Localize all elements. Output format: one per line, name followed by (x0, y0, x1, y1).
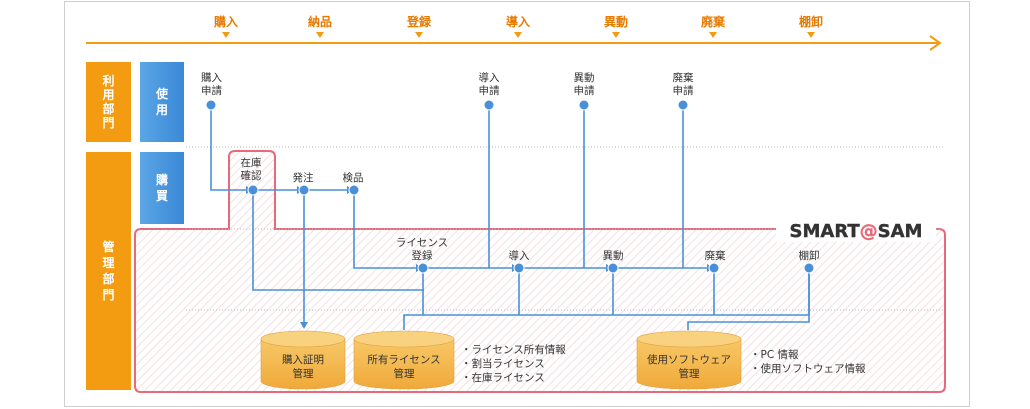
phase-marker (709, 32, 717, 38)
timeline-arrow-head (929, 35, 942, 51)
dept-user-box (86, 62, 131, 142)
flow-node-dot (298, 184, 310, 196)
step-inspection: 検品 (343, 171, 364, 184)
smart-sam-logo: SMART@SAM (776, 218, 936, 242)
step-transfer: 異動 (603, 249, 624, 262)
flow-node-dot (205, 99, 217, 111)
timeline-phase: 棚卸 (799, 14, 823, 29)
flow-node-dot (578, 99, 590, 111)
timeline-phase: 登録 (406, 14, 432, 29)
flow-node-dot (607, 262, 619, 274)
note-software-usage: ・PC 情報 ・使用ソフトウェア情報 (750, 348, 866, 375)
step-labels: 購入申請 導入申請 異動申請 廃棄申請在庫確認発注 検品ライセンス登録 導入 異動 廃棄 棚卸 (201, 71, 820, 262)
flow-node-dot (677, 99, 689, 111)
step-license-register: ライセンス登録 (396, 237, 448, 262)
db-purchase-cert-label: 購入証明管理 (282, 353, 324, 380)
timeline: 購入 納品 登録 導入 異動 廃棄 棚卸 (86, 14, 942, 51)
logo-text: SMART@SAM (790, 221, 923, 242)
step-stock-check: 在庫確認 (241, 156, 262, 182)
db-software-usage-label: 使用ソフトウェア管理 (647, 353, 731, 380)
timeline-phase: 廃棄 (701, 14, 726, 29)
phase-marker (415, 32, 423, 38)
step-inventory: 棚卸 (799, 249, 820, 262)
flow-node-dot (247, 184, 259, 196)
flow-node-dot (483, 99, 495, 111)
timeline-phase: 購入 (213, 14, 238, 29)
db-software-usage: 使用ソフトウェア管理 (636, 330, 742, 390)
timeline-phase: 異動 (604, 14, 628, 29)
flow-nodes (205, 99, 815, 274)
dept-admin-label: 管理部門 (102, 239, 114, 302)
flow-node-dot (803, 262, 815, 274)
flow-node-dot (417, 262, 429, 274)
phase-marker (316, 32, 324, 38)
request-disposal: 廃棄申請 (673, 71, 694, 97)
lane-use-label: 使用 (155, 86, 169, 117)
request-purchase: 購入申請 (201, 71, 222, 97)
timeline-phase: 導入 (506, 14, 530, 29)
lane-purchase-label: 購買 (155, 172, 168, 203)
phase-marker (222, 32, 230, 38)
flow-node-dot (348, 184, 360, 196)
db-owned-license: 所有ライセンス管理 (353, 330, 455, 390)
note-owned-license: ・ライセンス所有情報 ・割当ライセンス ・在庫ライセンス (461, 343, 569, 384)
request-install: 導入申請 (479, 71, 500, 97)
smart-sam-region (134, 150, 946, 393)
dept-admin-box (86, 152, 131, 390)
db-purchase-cert: 購入証明管理 (260, 330, 346, 390)
step-disposal: 廃棄 (705, 249, 726, 262)
request-transfer: 異動申請 (574, 71, 595, 97)
flow-node-dot (513, 262, 525, 274)
lane-purchase-box (140, 152, 184, 224)
phase-marker (807, 32, 815, 38)
timeline-phase: 納品 (308, 14, 332, 29)
lane-use-box (140, 62, 184, 142)
phase-marker (612, 32, 620, 38)
phase-marker (514, 32, 522, 38)
dept-user-label: 利用部門 (101, 73, 114, 130)
flow-node-dot (708, 262, 720, 274)
flow-lines (210, 105, 810, 330)
db-owned-license-label: 所有ライセンス管理 (367, 353, 440, 380)
step-order: 発注 (293, 171, 314, 184)
step-install: 導入 (509, 249, 530, 262)
